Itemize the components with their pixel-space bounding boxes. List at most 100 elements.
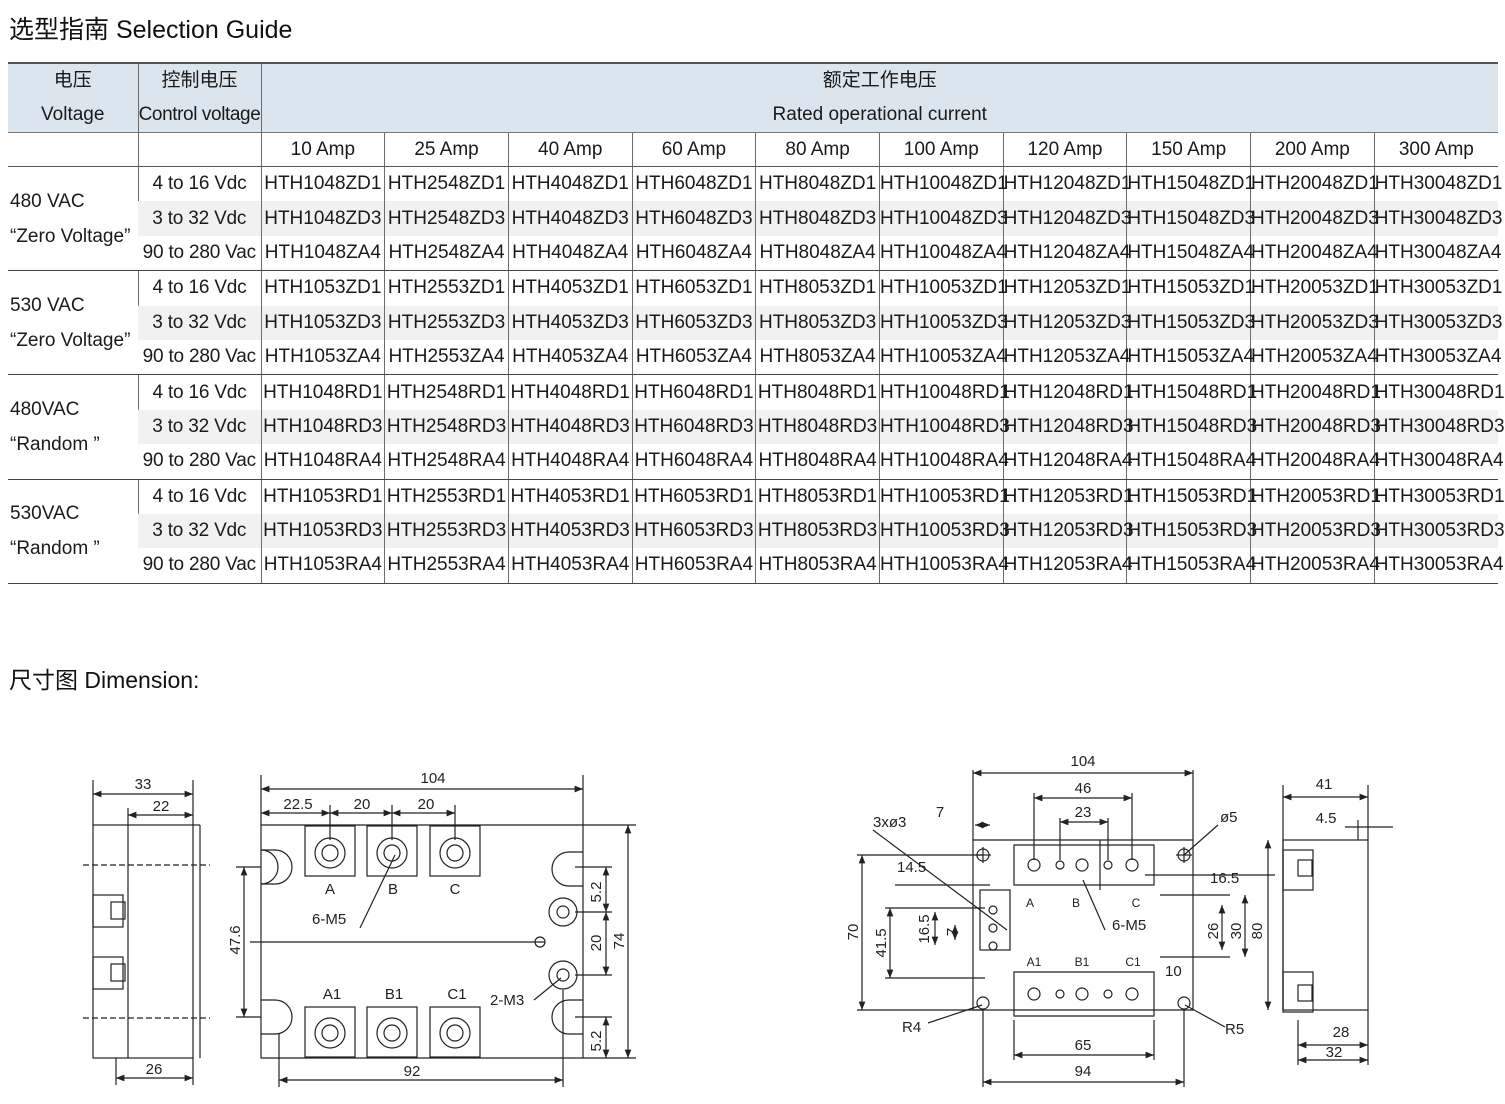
right-top-hole-o5: ø5	[1220, 809, 1238, 826]
part-number-cell: HTH1048RA4	[260, 444, 385, 480]
right-top-dim-70: 70	[845, 924, 862, 941]
part-number-cell: HTH4048RD1	[507, 374, 633, 410]
part-number-cell: HTH15053ZA4	[1126, 339, 1254, 376]
part-number-cell: HTH2553ZD1	[384, 270, 509, 306]
right-top-dim-23: 23	[1075, 804, 1092, 821]
part-number-cell: HTH6048RA4	[631, 444, 756, 480]
part-number-cell: HTH4053ZD1	[507, 270, 633, 306]
part-number-cell: HTH1053RA4	[260, 548, 385, 584]
part-number-cell: HTH15048RD3	[1126, 409, 1257, 445]
switching-mode: “Random ”	[10, 433, 100, 455]
voltage-cell: 530 VAC “Zero Voltage”	[8, 270, 138, 376]
switching-mode: “Zero Voltage”	[10, 329, 131, 351]
part-number-cell: HTH2553ZA4	[384, 339, 509, 376]
part-number-cell: HTH10053ZD3	[878, 305, 1008, 340]
amp-header: 150 Amp	[1126, 132, 1251, 167]
part-number-cell: HTH2553RA4	[384, 548, 509, 584]
right-top-dim-14-5: 14.5	[897, 859, 926, 876]
part-number-cell: HTH20048ZA4	[1250, 235, 1378, 272]
control-voltage-cell: 4 to 16 Vdc	[137, 479, 261, 514]
part-number-cell: HTH4048RA4	[507, 444, 633, 480]
part-number-cell: HTH15048RD1	[1126, 374, 1257, 410]
right-top-dim-104: 104	[1070, 753, 1095, 770]
part-number-cell: HTH8053ZD1	[755, 270, 880, 306]
part-number-cell: HTH15053RA4	[1126, 548, 1256, 584]
right-top-dim-80: 80	[1249, 923, 1266, 940]
part-number-cell: HTH20053RA4	[1250, 548, 1380, 584]
part-number-cell: HTH10048ZD3	[878, 201, 1008, 236]
part-number-cell: HTH10053RD3	[878, 513, 1010, 549]
part-number-cell: HTH12053RD1	[1002, 479, 1134, 514]
part-number-cell: HTH15048ZA4	[1126, 235, 1254, 272]
part-number-cell: HTH10053ZD1	[878, 270, 1008, 306]
left-side-dim-33: 33	[135, 776, 152, 793]
control-voltage-cell: 3 to 32 Vdc	[138, 513, 261, 549]
part-number-cell: HTH30048RD1	[1373, 374, 1505, 410]
right-top-dim-94: 94	[1075, 1063, 1092, 1080]
part-number-cell: HTH12048ZD3	[1002, 201, 1131, 236]
part-number-cell: HTH6048RD3	[631, 409, 756, 445]
part-number-cell: HTH6053RD3	[631, 513, 756, 549]
part-number-cell: HTH10048RD3	[878, 409, 1010, 445]
part-number-cell: HTH4048ZD1	[507, 166, 633, 202]
control-voltage-cell: 4 to 16 Vdc	[137, 374, 261, 410]
right-top-dim-16-5-right: 16.5	[1210, 870, 1239, 887]
right-top-dim-46: 46	[1075, 780, 1092, 797]
part-number-cell: HTH15053RD3	[1126, 513, 1257, 549]
part-number-cell: HTH8053ZD3	[755, 305, 880, 340]
part-number-cell: HTH2553RD3	[384, 513, 509, 549]
screw-label-6-m5: 6-M5	[312, 911, 346, 928]
part-number-cell: HTH1048RD3	[260, 409, 385, 445]
part-number-cell: HTH12048RD3	[1002, 409, 1134, 445]
part-number-cell: HTH30048ZD3	[1373, 201, 1502, 236]
part-number-cell: HTH8053ZA4	[755, 339, 880, 376]
right-side-dim-28: 28	[1333, 1024, 1350, 1041]
amp-header-blank	[8, 132, 138, 167]
part-number-cell: HTH6053RA4	[631, 548, 756, 584]
part-number-cell: HTH20053ZA4	[1250, 339, 1378, 376]
part-number-cell: HTH1048ZA4	[260, 235, 385, 272]
part-number-cell: HTH1053ZD1	[260, 270, 385, 306]
terminal-label-a1: A1	[323, 986, 341, 1003]
terminal-label-b1: B1	[385, 986, 403, 1003]
amp-header-blank	[137, 132, 261, 167]
right-top-dim-10: 10	[1165, 963, 1182, 980]
voltage-cell: 480 VAC“Zero Voltage”	[8, 166, 138, 272]
left-top-dim-5-2b: 5.2	[588, 1031, 605, 1052]
right-terminal-a: A	[1026, 896, 1034, 910]
part-number-cell: HTH2553RD1	[384, 479, 509, 514]
voltage-value: 530 VAC	[10, 294, 85, 316]
right-side-dim-41: 41	[1316, 776, 1333, 793]
part-number-cell: HTH2548RD1	[384, 374, 509, 410]
right-terminal-b1: B1	[1075, 955, 1090, 969]
part-number-cell: HTH2548RA4	[384, 444, 509, 480]
terminal-label-c: C	[450, 881, 461, 898]
amp-header: 25 Amp	[384, 132, 509, 167]
right-terminal-a1: A1	[1027, 955, 1042, 969]
left-top-dim-104: 104	[420, 770, 445, 787]
rated-header-cn: 额定工作电压	[260, 63, 1499, 98]
part-number-cell: HTH1053ZA4	[260, 339, 385, 376]
part-number-cell: HTH20048RD1	[1250, 374, 1381, 410]
part-number-cell: HTH4053ZD3	[507, 305, 633, 340]
right-top-dim-26: 26	[1205, 923, 1222, 940]
switching-mode: “Random ”	[10, 538, 100, 560]
part-number-cell: HTH20053RD1	[1250, 479, 1381, 514]
right-terminal-c1: C1	[1125, 955, 1141, 969]
control-voltage-cell: 90 to 280 Vac	[138, 548, 261, 584]
control-voltage-cell: 3 to 32 Vdc	[138, 409, 261, 445]
part-number-cell: HTH30053RD3	[1373, 513, 1505, 549]
part-number-cell: HTH10053ZA4	[878, 339, 1007, 376]
part-number-cell: HTH4053RD1	[507, 479, 633, 514]
part-number-cell: HTH20048RA4	[1250, 444, 1380, 480]
dimension-title: 尺寸图 Dimension:	[9, 667, 200, 693]
left-top-dim-22-5: 22.5	[283, 796, 312, 813]
right-terminal-b: B	[1072, 896, 1080, 910]
right-top-dim-7: 7	[936, 804, 944, 821]
